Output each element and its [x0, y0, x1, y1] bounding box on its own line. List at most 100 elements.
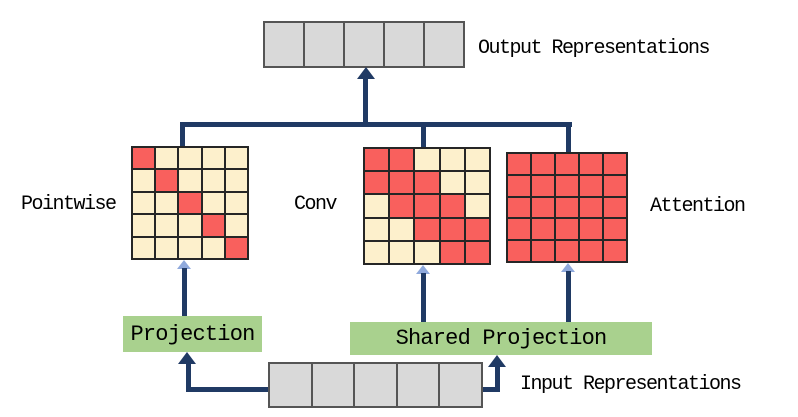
- shared-projection-box: Shared Projection: [350, 322, 652, 355]
- input-representations-label: Input Representations: [520, 373, 742, 396]
- matrix-cell-inactive: [365, 218, 389, 240]
- matrix-cell-active: [604, 241, 626, 261]
- matrix-cell-inactive: [156, 237, 178, 258]
- connector-branch-horizontal: [180, 122, 572, 127]
- connector-input-right-horizontal: [483, 387, 500, 392]
- matrix-cell-inactive: [415, 149, 439, 171]
- projection-label: Projection: [130, 321, 255, 347]
- token-cell: [425, 23, 463, 66]
- matrix-cell-active: [604, 154, 626, 174]
- matrix-cell-active: [604, 175, 626, 196]
- connector-projection-to-pointwise: [182, 268, 187, 316]
- matrix-cell-active: [604, 219, 626, 240]
- connector-input-right-vertical: [495, 366, 500, 392]
- matrix-cell-active: [508, 197, 530, 218]
- arrow-tip-into-conv-icon: [416, 265, 430, 274]
- matrix-cell-active: [532, 197, 554, 218]
- matrix-cell-active: [179, 192, 201, 214]
- token-cell: [305, 23, 343, 66]
- matrix-cell-inactive: [133, 237, 155, 258]
- matrix-cell-inactive: [465, 172, 489, 194]
- matrix-cell-active: [440, 218, 464, 240]
- matrix-cell-active: [580, 154, 602, 174]
- matrix-cell-inactive: [390, 218, 414, 240]
- matrix-cell-active: [465, 218, 489, 240]
- attention-label: Attention: [650, 195, 746, 218]
- matrix-cell-active: [556, 154, 578, 174]
- matrix-cell-active: [390, 172, 414, 194]
- matrix-cell-active: [556, 175, 578, 196]
- pointwise-label: Pointwise: [21, 193, 117, 216]
- conv-label: Conv: [294, 193, 338, 216]
- matrix-cell-inactive: [365, 241, 389, 263]
- matrix-cell-active: [604, 197, 626, 218]
- matrix-cell-active: [532, 219, 554, 240]
- matrix-cell-active: [415, 218, 439, 240]
- matrix-cell-active: [465, 241, 489, 263]
- matrix-cell-inactive: [202, 237, 224, 258]
- matrix-cell-inactive: [415, 241, 439, 263]
- matrix-cell-inactive: [202, 170, 224, 191]
- matrix-cell-inactive: [440, 149, 464, 171]
- matrix-cell-inactive: [225, 170, 247, 191]
- matrix-cell-active: [556, 241, 578, 261]
- connector-drop-conv: [421, 126, 426, 148]
- matrix-cell-inactive: [133, 192, 155, 214]
- matrix-cell-inactive: [225, 148, 247, 169]
- arrow-up-to-projection-icon: [178, 352, 196, 364]
- token-cell: [355, 364, 396, 406]
- matrix-cell-active: [508, 154, 530, 174]
- pointwise-matrix: [131, 146, 249, 260]
- arrow-up-to-shared-projection-icon: [488, 355, 506, 367]
- matrix-cell-inactive: [179, 215, 201, 236]
- output-representations-label: Output Representations: [478, 37, 711, 60]
- shared-projection-label: Shared Projection: [395, 326, 608, 351]
- matrix-cell-inactive: [440, 172, 464, 194]
- token-cell: [385, 23, 423, 66]
- arrow-tip-into-pointwise-icon: [177, 260, 191, 269]
- arrow-tip-into-attention-icon: [561, 263, 575, 272]
- matrix-cell-active: [415, 172, 439, 194]
- matrix-cell-active: [365, 149, 389, 171]
- matrix-cell-active: [556, 219, 578, 240]
- matrix-cell-active: [390, 149, 414, 171]
- matrix-cell-active: [508, 241, 530, 261]
- token-cell: [312, 364, 354, 406]
- matrix-cell-inactive: [156, 215, 178, 236]
- token-cell: [265, 23, 303, 66]
- matrix-cell-inactive: [465, 195, 489, 217]
- matrix-cell-inactive: [156, 148, 178, 169]
- matrix-cell-active: [365, 172, 389, 194]
- matrix-cell-active: [580, 219, 602, 240]
- matrix-cell-inactive: [179, 148, 201, 169]
- matrix-cell-active: [202, 215, 224, 236]
- matrix-cell-inactive: [465, 149, 489, 171]
- matrix-cell-inactive: [179, 237, 201, 258]
- token-cell: [397, 364, 439, 406]
- projection-box: Projection: [123, 316, 262, 352]
- matrix-cell-active: [580, 197, 602, 218]
- connector-shared-to-conv: [421, 273, 426, 322]
- conv-matrix: [363, 147, 491, 265]
- matrix-cell-inactive: [225, 192, 247, 214]
- token-cell: [440, 364, 481, 406]
- matrix-cell-inactive: [156, 192, 178, 214]
- token-cell: [345, 23, 383, 66]
- matrix-cell-active: [440, 241, 464, 263]
- matrix-cell-inactive: [133, 170, 155, 191]
- matrix-cell-inactive: [202, 192, 224, 214]
- matrix-cell-active: [440, 195, 464, 217]
- matrix-cell-inactive: [202, 148, 224, 169]
- connector-output-vertical: [363, 77, 368, 123]
- matrix-cell-active: [156, 170, 178, 191]
- matrix-cell-active: [390, 195, 414, 217]
- matrix-cell-active: [556, 197, 578, 218]
- matrix-cell-inactive: [365, 195, 389, 217]
- matrix-cell-inactive: [390, 241, 414, 263]
- output-representations-row: [263, 21, 465, 68]
- connector-shared-to-attention: [566, 271, 571, 322]
- connector-input-left-horizontal: [186, 387, 268, 392]
- input-representations-row: [268, 362, 483, 408]
- matrix-cell-active: [532, 154, 554, 174]
